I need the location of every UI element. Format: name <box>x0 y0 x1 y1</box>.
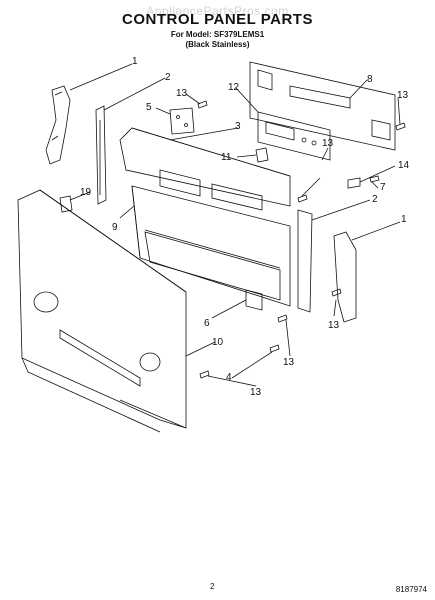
part-13-screw-d <box>331 288 342 297</box>
part-9-support <box>131 185 291 307</box>
part-6-trim <box>144 231 281 301</box>
part-4-screw <box>269 344 280 353</box>
callout-4: 4 <box>226 372 232 383</box>
callout-3: 3 <box>235 121 241 132</box>
part-10-back-panel <box>17 189 187 429</box>
model-line: For Model: SF379LEMS1 <box>170 30 265 39</box>
callout-1: 1 <box>401 214 407 225</box>
part-13-screw-f <box>199 370 210 379</box>
callout-13: 13 <box>283 357 295 368</box>
part-13-screw-e <box>277 314 288 323</box>
part-7-screw <box>369 175 380 183</box>
part-13-screw-c <box>297 194 308 203</box>
part-19-clip <box>59 195 73 213</box>
callout-6: 6 <box>204 318 210 329</box>
part-13-screw-b <box>395 122 406 131</box>
callout-13: 13 <box>176 88 188 99</box>
callout-13: 13 <box>250 387 262 398</box>
part-14-bracket <box>347 177 361 189</box>
callout-1: 1 <box>132 56 138 67</box>
callout-5: 5 <box>146 102 152 113</box>
part-2-right-bracket <box>297 209 313 313</box>
page-number: 2 <box>210 582 215 591</box>
part-13-screw-a <box>197 100 208 109</box>
part-1-left-endcap <box>45 85 71 165</box>
callout-2: 2 <box>165 72 171 83</box>
callout-19: 19 <box>80 187 92 198</box>
part-11-knob <box>255 147 269 163</box>
color-line: (Black Stainless) <box>185 40 250 49</box>
callout-8: 8 <box>367 74 373 85</box>
callout-10: 10 <box>212 337 224 348</box>
callout-13: 13 <box>328 320 340 331</box>
part-1-right-endcap <box>333 231 357 323</box>
model-info: For Model: SF379LEMS1 (Black Stainless) <box>0 30 435 50</box>
callout-12: 12 <box>228 82 240 93</box>
callout-2: 2 <box>372 194 378 205</box>
callout-13: 13 <box>322 138 334 149</box>
callout-9: 9 <box>112 222 118 233</box>
part-2-left-bracket <box>95 105 107 205</box>
part-5-bracket <box>169 107 195 135</box>
callout-7: 7 <box>380 182 386 193</box>
callout-11: 11 <box>221 152 232 163</box>
part-12-control-board <box>257 111 331 161</box>
watermark: AppliancePartsPros.com <box>146 4 289 18</box>
part-3-control-panel <box>119 127 291 207</box>
document-number: 8187974 <box>395 585 427 594</box>
page-title: CONTROL PANEL PARTS <box>122 11 313 28</box>
part-8-rear-panel <box>249 61 396 151</box>
callout-14: 14 <box>398 160 410 171</box>
callout-13: 13 <box>397 90 409 101</box>
